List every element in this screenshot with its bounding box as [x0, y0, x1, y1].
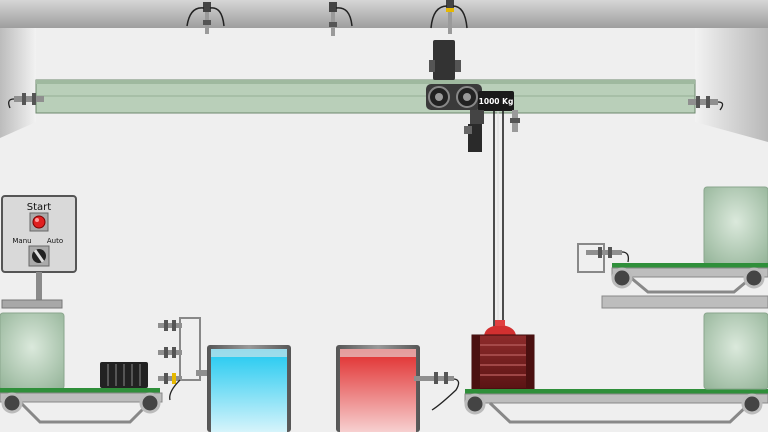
- bottom-right-conveyor: [464, 389, 768, 424]
- blue-tank: [207, 345, 291, 432]
- red-tank: [336, 345, 420, 432]
- hoist-cables: [493, 111, 504, 330]
- hoist-box: [478, 91, 514, 111]
- bottom-right-box: [703, 312, 768, 390]
- rail-sensor-right: [688, 96, 724, 111]
- upper-right-shelf: [601, 295, 768, 309]
- start-button[interactable]: [29, 212, 49, 232]
- crane-rail: [35, 79, 696, 114]
- upper-right-box: [703, 186, 768, 265]
- panel-base: [1, 299, 63, 309]
- proximity-sensor-icon: [158, 320, 182, 331]
- upper-right-sensor: [577, 243, 630, 273]
- control-panel: Start Manu Auto: [1, 195, 77, 309]
- blue-tank-liquid: [211, 349, 287, 432]
- hoist-capacity-label: 1000 Kg: [479, 97, 514, 106]
- upper-right-conveyor: [601, 263, 768, 309]
- ceiling-beam: [0, 0, 768, 28]
- upper-right-conveyor-belt: [612, 263, 768, 268]
- rail-sensor-left: [8, 93, 44, 109]
- ceiling-sensor-3: [430, 0, 468, 34]
- panel-post: [36, 272, 42, 302]
- right-pillar: [695, 28, 768, 142]
- left-conveyor: [0, 362, 163, 424]
- left-pillar: [0, 28, 36, 138]
- red-push-button-icon: [32, 215, 46, 229]
- ceiling-sensor-2: [329, 2, 353, 36]
- mode-selector-switch[interactable]: [28, 245, 50, 267]
- left-sensor-array: [158, 317, 214, 401]
- crate-hook: [484, 325, 516, 336]
- trolley-motor: [433, 40, 455, 80]
- bottom-right-conveyor-belt: [465, 389, 768, 394]
- left-conveyor-belt: [0, 388, 160, 393]
- left-box: [0, 312, 65, 390]
- auto-label: Auto: [47, 237, 63, 245]
- hanging-crate: [471, 320, 535, 390]
- crane-trolley: 1000 Kg: [426, 40, 520, 152]
- start-label: Start: [27, 202, 52, 213]
- red-tank-liquid: [340, 349, 416, 432]
- manu-label: Manu: [12, 237, 31, 245]
- building-frame: [0, 0, 768, 142]
- red-tank-sensor: [414, 372, 460, 411]
- ceiling-sensor-1: [186, 2, 225, 34]
